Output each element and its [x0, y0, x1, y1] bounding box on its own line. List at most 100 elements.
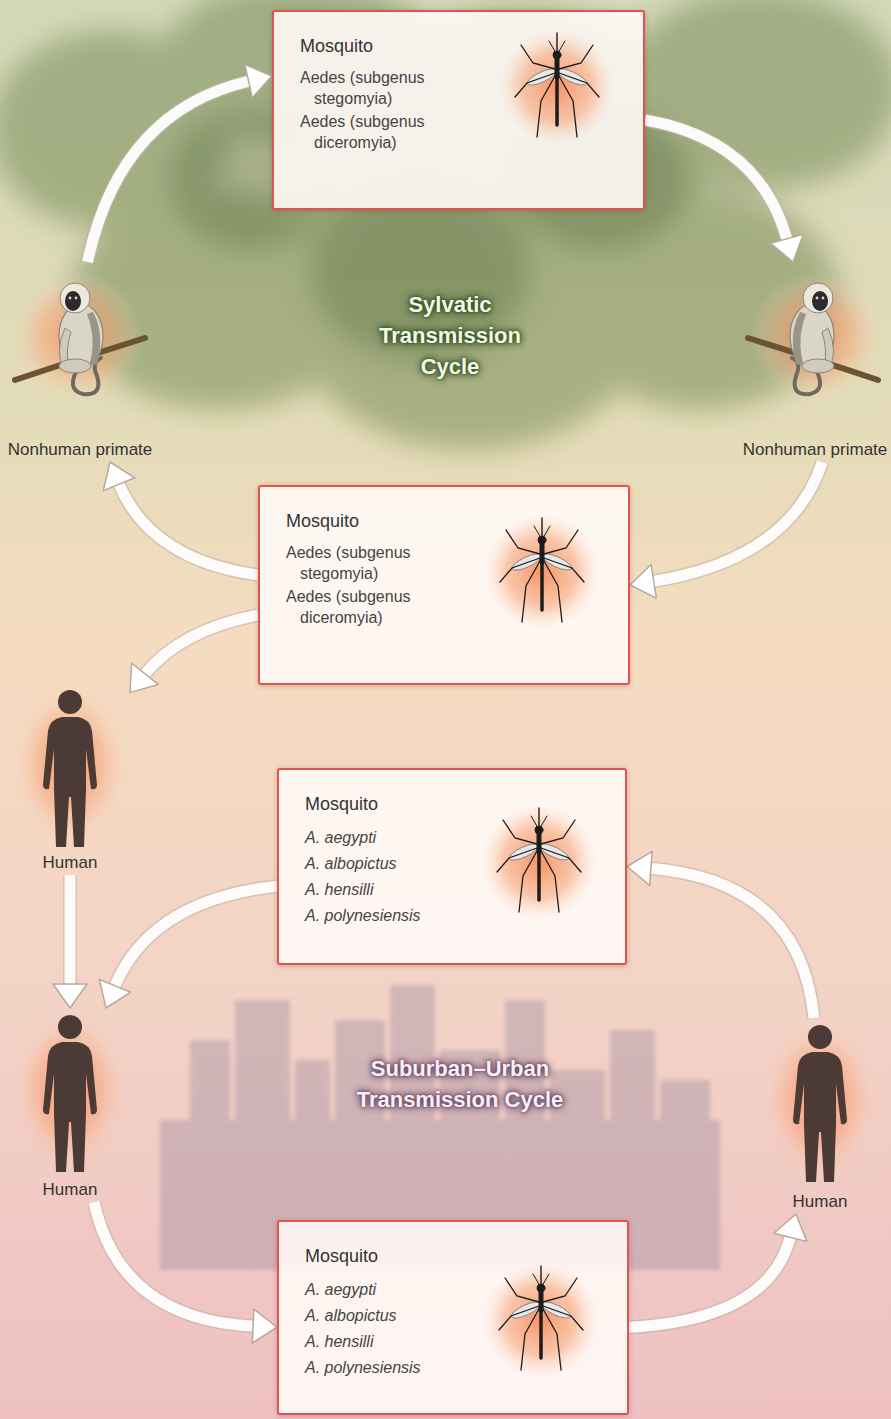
human-node: Human	[760, 1018, 880, 1214]
monkey-body	[790, 304, 834, 368]
cycle-arrow	[629, 1214, 807, 1327]
monkey-face	[812, 291, 828, 311]
human-node: Human	[10, 683, 130, 875]
drawing-part	[544, 558, 584, 582]
figure-glow	[12, 683, 128, 847]
drawing-part	[559, 76, 577, 137]
arrow-shaft	[652, 462, 823, 582]
figure-glow	[750, 271, 882, 403]
drawing-part	[816, 297, 819, 300]
drawing-part	[541, 851, 559, 912]
arrow-outline	[645, 120, 787, 241]
mosquito-icon	[482, 512, 602, 632]
drawing-part	[543, 1278, 577, 1302]
mosquito-box: MosquitoA. aegyptiA. albopictusA. hensil…	[277, 1220, 629, 1415]
monkey-figure	[11, 271, 145, 403]
drawing-part	[539, 1310, 543, 1358]
drawing-part	[540, 544, 545, 562]
drawing-part	[515, 73, 555, 97]
drawing-part	[537, 852, 541, 900]
drawing-part	[540, 562, 544, 610]
mosquito-symbol	[497, 808, 581, 912]
species-name: A. albopictus	[305, 1303, 499, 1329]
drawing-part	[539, 1292, 544, 1310]
drawing-part	[544, 561, 562, 622]
human-silhouette	[793, 1025, 847, 1182]
arrow-head	[627, 851, 652, 885]
drawing-part	[500, 558, 540, 582]
box-title: Mosquito	[305, 1246, 627, 1267]
drawing-part	[556, 33, 557, 51]
arrow-head	[99, 979, 130, 1008]
cycle-arrow	[88, 65, 273, 262]
species-name: Aedes (subgenus stegomyia)	[300, 67, 484, 109]
drawing-part	[543, 1306, 583, 1330]
cycle-arrow	[627, 851, 814, 1018]
monkey-figure	[748, 271, 882, 403]
monkey-back	[793, 312, 806, 366]
arrow-head	[53, 984, 87, 1008]
figure-label: Human	[10, 852, 130, 873]
forest	[0, 0, 891, 450]
human-node: Human	[10, 1008, 130, 1202]
cycle-arrow	[630, 462, 822, 598]
drawing-part	[808, 1025, 832, 1049]
drawing-part	[541, 820, 575, 844]
mosquito-symbol	[499, 1266, 583, 1370]
cycle-arrow	[53, 875, 87, 1008]
species-name: A. polynesiensis	[305, 1355, 499, 1381]
arrow-shaft	[649, 868, 814, 1018]
cycle-label: Sylvatic Transmission Cycle	[360, 289, 540, 382]
figure-glow	[11, 271, 143, 403]
arrow-head	[130, 663, 158, 692]
arrow-outline	[114, 886, 277, 987]
drawing-part	[499, 1306, 539, 1330]
arrow-head	[103, 462, 134, 491]
mosquito-symbol	[515, 33, 599, 137]
species-name: A. hensilli	[305, 1329, 499, 1355]
arrow-shaft	[94, 1202, 255, 1326]
cycle-arrow	[94, 1202, 277, 1343]
drawing-part	[555, 77, 559, 125]
arrow-head	[252, 1309, 277, 1343]
primate-figure	[5, 262, 155, 407]
drawing-part	[537, 834, 542, 852]
drawing-part	[559, 45, 593, 69]
drawing-part	[521, 45, 555, 69]
drawing-part	[58, 690, 82, 714]
arrow-outline	[88, 81, 251, 262]
figure-glow	[12, 1008, 128, 1172]
monkey-head	[60, 283, 90, 313]
monkey-leg	[802, 359, 834, 373]
figure-label: Nonhuman primate	[742, 439, 888, 460]
species-name: A. hensilli	[305, 877, 499, 903]
drawing-part	[543, 1309, 561, 1370]
figure-label: Human	[760, 1191, 880, 1212]
monkey-body	[59, 304, 103, 368]
drawing-part	[544, 530, 578, 554]
drawing-part	[538, 808, 539, 826]
arrow-outline	[63, 875, 77, 986]
species-name: Aedes (subgenus stegomyia)	[286, 542, 470, 584]
human-figure	[10, 683, 130, 851]
drawing-part	[822, 297, 825, 300]
cycle-label: Suburban–Urban Transmission Cycle	[340, 1053, 580, 1115]
monkey-leg	[59, 359, 91, 373]
arrow-outline	[629, 1235, 791, 1327]
human-silhouette	[43, 1015, 97, 1172]
drawing-part	[506, 530, 540, 554]
mosquito-box: MosquitoA. aegyptiA. albopictusA. hensil…	[277, 768, 627, 965]
drawing-part	[541, 848, 581, 872]
primate-figure	[742, 262, 888, 407]
arrow-outline	[649, 868, 814, 1018]
mosquito-box: MosquitoAedes (subgenus stegomyia)Aedes …	[258, 485, 630, 685]
drawing-part	[540, 1266, 541, 1284]
drawing-part	[559, 73, 599, 97]
drawing-part	[503, 820, 537, 844]
arrow-outline	[144, 615, 258, 675]
arrow-head	[774, 1214, 807, 1241]
